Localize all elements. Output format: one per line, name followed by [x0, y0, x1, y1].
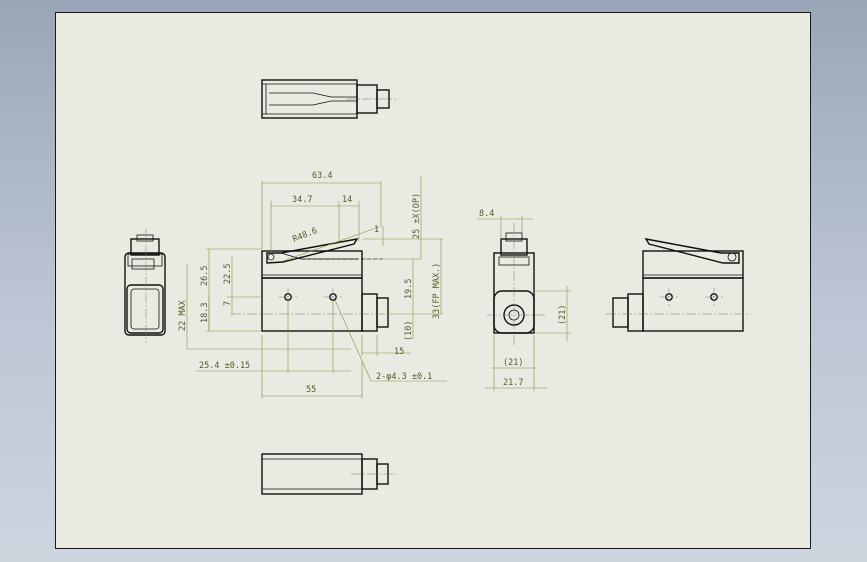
right-end-view — [487, 223, 546, 346]
drawing-sheet: 63.4 34.7 14 R48.6 1 25 ±X(OP) 33(FP MAX… — [55, 12, 811, 549]
bottom-view — [261, 453, 396, 495]
right-end-dimensions: 8.4 (21) (21) 21.7 — [477, 209, 571, 391]
dim-22-max: 22 MAX — [178, 299, 188, 331]
dim-26-5: 26.5 — [200, 266, 210, 286]
front-dimensions: 63.4 34.7 14 R48.6 1 25 ±X(OP) 33(FP MAX… — [178, 171, 447, 398]
dim-15: 15 — [394, 347, 404, 357]
dim-21-vertical: (21) — [558, 305, 568, 325]
dim-1: 1 — [374, 225, 379, 235]
dim-22-5: 22.5 — [223, 264, 233, 284]
rear-view — [606, 238, 751, 332]
dim-14: 14 — [342, 195, 352, 205]
dim-33-fp: 33(FP MAX.) — [432, 263, 442, 319]
dim-21-horizontal: (21) — [503, 358, 523, 368]
dim-7: 7 — [223, 301, 233, 306]
dim-19-5: 19.5 — [404, 279, 414, 299]
dim-r48-6: R48.6 — [291, 226, 318, 245]
left-end-view — [124, 229, 166, 343]
dim-55: 55 — [306, 385, 316, 395]
dim-18-3: 18.3 — [200, 303, 210, 323]
dim-63-4: 63.4 — [312, 171, 332, 181]
dim-8-4: 8.4 — [479, 209, 494, 219]
drawing-canvas: 63.4 34.7 14 R48.6 1 25 ±X(OP) 33(FP MAX… — [124, 79, 751, 495]
dim-holes: 2-φ4.3 ±0.1 — [376, 372, 432, 382]
top-view — [261, 79, 396, 119]
dim-21-7: 21.7 — [503, 378, 523, 388]
dim-10: (10) — [404, 321, 414, 341]
dim-25-4: 25.4 ±0.15 — [199, 361, 250, 371]
dim-34-7: 34.7 — [292, 195, 312, 205]
dim-25-op: 25 ±X(OP) — [412, 193, 422, 239]
front-view — [231, 226, 391, 332]
